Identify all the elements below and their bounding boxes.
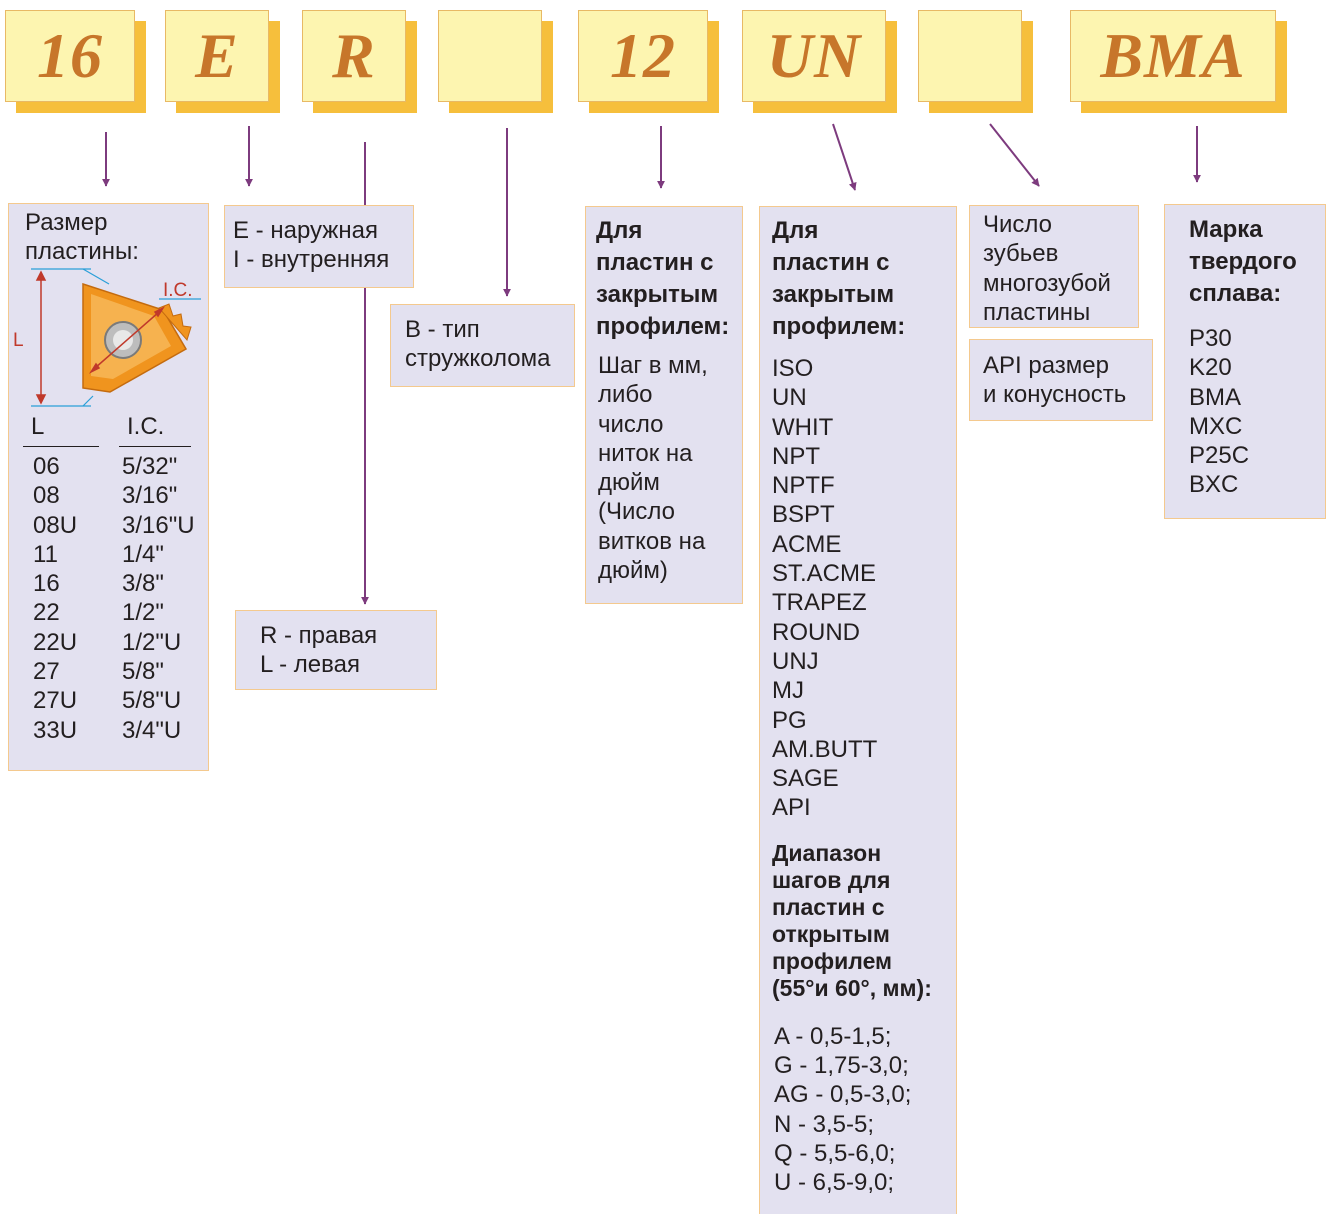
profile-item: WHIT [772, 413, 834, 441]
profile-item: BSPT [772, 501, 835, 529]
code-grade: BMA [1070, 10, 1276, 102]
profile-item: UN [772, 384, 807, 412]
profile-item: NPT [772, 442, 820, 470]
teeth-line: многозубой [983, 269, 1111, 297]
size-row-l: 08U [33, 511, 78, 539]
profile-item: ST.ACME [772, 560, 877, 588]
profile-item: NPTF [772, 472, 835, 500]
profile-item: UNJ [772, 647, 819, 675]
grade-item: P30 [1189, 325, 1232, 352]
col-header-ic: I.C. [127, 413, 165, 440]
size-l-values: 06 08 08U 11 16 22 22U 27 27U 33U [33, 452, 77, 745]
size-row-ic: 1/2" [122, 599, 164, 627]
size-row-l: 27U [33, 687, 78, 715]
profile-title: Для пластин с закрытым профилем: [772, 217, 906, 340]
profile-item: AM.BUTT [772, 735, 878, 763]
grade-list: P30 K20 BMA MXC P25C BXC [1189, 324, 1325, 500]
size-row-l: 06 [33, 453, 60, 480]
size-row-l: 33U [33, 716, 78, 744]
panel-pitch: Для пластин с закрытым профилем: Шаг в м… [585, 206, 743, 604]
profile-item: PG [772, 706, 807, 734]
size-row-ic: 3/16" [122, 482, 178, 510]
code-hand: R [302, 10, 406, 102]
range-item: U - 6,5-9,0; [774, 1169, 895, 1197]
profile-item: ISO [772, 355, 814, 382]
size-row-l: 08 [33, 482, 60, 510]
api-line: API размер [983, 352, 1109, 379]
panel-ext-int: E - наружная I - внутренняя [224, 205, 414, 288]
size-row-ic: 5/8"U [122, 687, 182, 715]
range-item: AG - 0,5-3,0; [774, 1081, 912, 1109]
code-ext-int: E [165, 10, 269, 102]
header-rule-l [23, 446, 99, 447]
grade-item: MXC [1189, 412, 1243, 440]
size-row-l: 27 [33, 658, 60, 686]
profile-item: API [772, 794, 811, 822]
size-row-ic: 1/4" [122, 540, 164, 568]
insert-diagram: L I.C. [13, 268, 201, 407]
code-chipbreaker [438, 10, 542, 102]
panel-api: API размер и конусность [969, 339, 1153, 421]
arrow-teeth [989, 123, 1040, 187]
code-size: 16 [5, 10, 135, 102]
teeth-line: Число [983, 211, 1053, 238]
profile-item: SAGE [772, 765, 839, 793]
teeth-line: пластины [983, 298, 1091, 326]
range-item: N - 3,5-5; [774, 1110, 875, 1138]
ext-int-item: I - внутренняя [233, 246, 390, 274]
size-row-l: 11 [33, 540, 58, 568]
profile-item: ACME [772, 530, 842, 558]
size-row-ic: 1/2"U [122, 628, 182, 656]
size-row-l: 16 [33, 570, 60, 598]
profile-item: ROUND [772, 618, 860, 646]
grade-title: Марка твердого сплава: [1189, 216, 1297, 307]
profile-item: MJ [772, 677, 804, 705]
header-rule-ic [119, 446, 191, 447]
size-row-l: 22 [33, 599, 60, 627]
size-title: Размер пластины: [25, 209, 139, 265]
code-profile: UN [742, 10, 886, 102]
hand-item: R - правая [260, 622, 378, 649]
size-row-ic: 5/32" [122, 453, 178, 480]
diagram-label-ic: I.C. [163, 280, 193, 301]
ext-int-item: E - наружная [233, 217, 378, 244]
code-teeth [918, 10, 1022, 102]
panel-profile: Для пластин с закрытым профилем: ISO UN … [759, 206, 957, 1214]
teeth-line: зубьев [983, 240, 1059, 268]
size-row-ic: 5/8" [122, 658, 164, 686]
chipbreaker-line: стружколома [405, 345, 551, 373]
code-pitch: 12 [578, 10, 708, 102]
api-line: и конусность [983, 381, 1127, 409]
range-list: A - 0,5-1,5; G - 1,75-3,0; AG - 0,5-3,0;… [772, 1022, 956, 1198]
arrow-profile [832, 123, 857, 191]
size-row-ic: 3/16"U [122, 511, 195, 539]
panel-hand: R - правая L - левая [235, 610, 437, 690]
grade-item: P25C [1189, 442, 1250, 470]
panel-grade: Марка твердого сплава: P30 K20 BMA MXC P… [1164, 204, 1326, 519]
range-item: G - 1,75-3,0; [774, 1052, 909, 1080]
chipbreaker-line: B - тип [405, 316, 480, 343]
panel-teeth: Число зубьев многозубой пластины [969, 205, 1139, 328]
grade-item: K20 [1189, 354, 1232, 382]
profile-item: TRAPEZ [772, 589, 867, 617]
pitch-title: Для пластин с закрытым профилем: [596, 217, 730, 340]
size-ic-values: 5/32" 3/16" 3/16"U 1/4" 3/8" 1/2" 1/2"U … [122, 452, 195, 745]
size-row-ic: 3/8" [122, 570, 164, 598]
range-item: A - 0,5-1,5; [774, 1022, 892, 1050]
profile-list: ISO UN WHIT NPT NPTF BSPT ACME ST.ACME T… [772, 354, 956, 823]
grade-item: BMA [1189, 383, 1242, 411]
diagram-label-l: L [13, 330, 24, 351]
range-item: Q - 5,5-6,0; [774, 1139, 896, 1167]
grade-item: BXC [1189, 471, 1239, 499]
pitch-description: Шаг в мм, либо число ниток на дюйм (Числ… [598, 352, 708, 585]
size-row-l: 22U [33, 628, 78, 656]
range-title: Диапазон шагов для пластин с открытым пр… [772, 839, 932, 1001]
panel-chipbreaker: B - тип стружколома [390, 304, 575, 387]
size-row-ic: 3/4"U [122, 716, 182, 744]
panel-insert-size: Размер пластины: L I.C. L I.C. [8, 203, 209, 771]
hand-item: L - левая [260, 651, 360, 679]
col-header-l: L [31, 413, 45, 440]
